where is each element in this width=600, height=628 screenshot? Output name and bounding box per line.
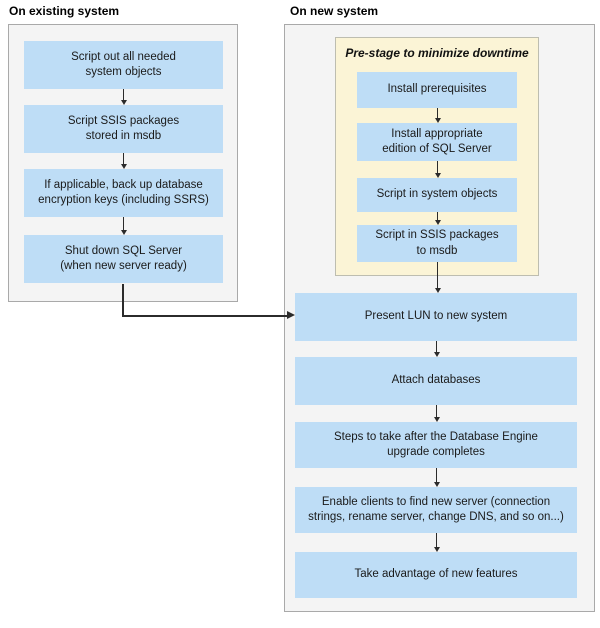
arrow-down-icon (432, 341, 441, 357)
prestage-group-title: Pre-stage to minimize downtime (345, 46, 529, 60)
arrow-down-icon (433, 212, 442, 225)
new-system-title: On new system (290, 4, 379, 18)
arrow-down-icon (432, 405, 441, 422)
existing-system-title: On existing system (9, 4, 120, 18)
flow-step-script-in-ssis-packages: Script in SSIS packages to msdb (357, 225, 517, 262)
arrow-down-icon (433, 262, 442, 293)
arrow-down-icon (432, 533, 441, 552)
flow-step-shut-down-sql-server: Shut down SQL Server (when new server re… (24, 235, 223, 283)
connector-line-vertical (122, 284, 124, 317)
arrow-down-icon (433, 161, 442, 178)
arrow-down-icon (119, 217, 128, 235)
arrow-down-icon (119, 89, 128, 105)
flow-step-script-ssis-packages: Script SSIS packages stored in msdb (24, 105, 223, 153)
arrow-down-icon (432, 468, 441, 487)
flow-step-present-lun: Present LUN to new system (295, 293, 577, 341)
flow-step-enable-clients: Enable clients to find new server (conne… (295, 487, 577, 533)
flow-step-script-in-system-objects: Script in system objects (357, 178, 517, 212)
arrow-down-icon (119, 153, 128, 169)
connector-line-horizontal (122, 315, 287, 317)
flow-step-install-sql-server-edition: Install appropriate edition of SQL Serve… (357, 123, 517, 161)
flow-step-script-out-system-objects: Script out all needed system objects (24, 41, 223, 89)
arrow-down-icon (433, 108, 442, 123)
flow-step-backup-encryption-keys: If applicable, back up database encrypti… (24, 169, 223, 217)
flow-step-post-upgrade-steps: Steps to take after the Database Engine … (295, 422, 577, 468)
arrow-right-icon (287, 311, 295, 319)
flow-step-attach-databases: Attach databases (295, 357, 577, 405)
flow-step-new-features: Take advantage of new features (295, 552, 577, 598)
flow-step-install-prerequisites: Install prerequisites (357, 72, 517, 108)
